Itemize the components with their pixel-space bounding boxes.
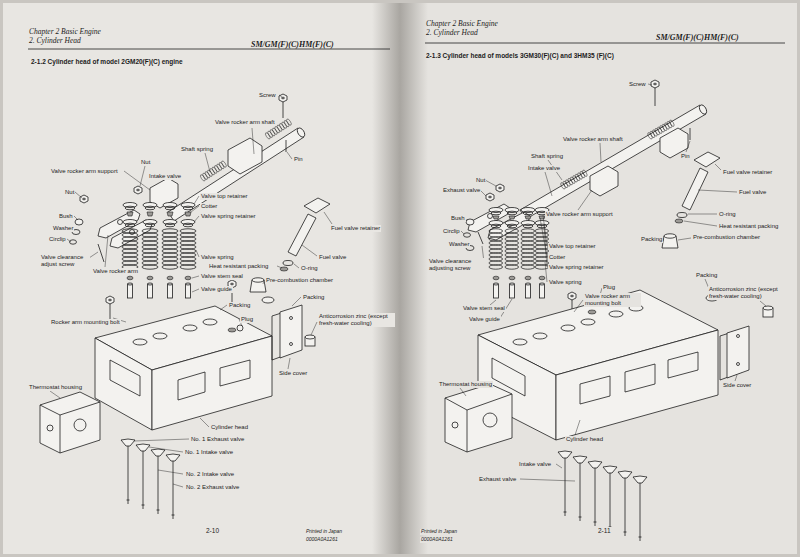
part-label: Cotter (200, 203, 218, 210)
part-label: Pre-combustion chamber (692, 234, 761, 241)
part-label: Fuel valve (318, 254, 347, 261)
part-label: Fuel valve retainer (330, 225, 381, 232)
part-label: O-ring (718, 211, 737, 218)
part-label: Valve stem seal (462, 305, 506, 312)
part-label: Shaft spring (530, 153, 564, 160)
part-label: Valve clearance adjust screw (40, 254, 90, 268)
part-label: Nut (64, 189, 75, 196)
part-label: Valve rocker arm mounting bolt (584, 293, 641, 307)
part-label: Screw (628, 81, 647, 88)
part-label: Packing (228, 302, 251, 309)
part-label: Heat resistant packing (208, 263, 269, 270)
part-label: Anticorrosion zinc (except fresh-water c… (318, 313, 395, 327)
part-label: Thermostat housing (28, 384, 83, 391)
part-label: Valve top retainer (548, 243, 597, 250)
part-label: Fuel valve (738, 189, 767, 196)
part-label: Nut (475, 177, 486, 184)
print-note: Printed in Japan (420, 529, 458, 535)
part-label: Valve spring (548, 279, 583, 286)
part-label: Valve rocker arm support (545, 211, 614, 218)
part-label: Circlip (442, 228, 461, 235)
print-note: 0000A0A1261 (305, 537, 339, 543)
part-label: Packing (640, 236, 663, 243)
part-label: Valve stem seal (200, 273, 244, 280)
print-note: Printed in Japan (305, 529, 343, 535)
part-label: Plug (602, 284, 616, 291)
part-label: Intake valve (527, 165, 561, 172)
page-header: 2. Cylinder Head (425, 29, 479, 38)
part-label: Pre-combustion chamber (265, 277, 334, 284)
part-label: Pin (293, 156, 304, 163)
part-label: Exhaust valve (442, 187, 481, 194)
part-label: Packing (695, 272, 718, 279)
page-number: 2-10 (205, 527, 220, 534)
page-header: 2. Cylinder Head (28, 37, 82, 46)
part-label: Nut (140, 159, 151, 166)
part-label: O-ring (300, 265, 319, 272)
part-label: Valve rocker arm shaft (562, 136, 624, 143)
part-label: Intake valve (518, 461, 552, 468)
part-label: Bush (58, 213, 74, 220)
part-label: Valve spring retainer (548, 264, 605, 271)
part-label: Pin (680, 153, 691, 160)
part-label: Side cover (722, 382, 752, 389)
part-label: Valve clearance adjusting screw (428, 258, 485, 272)
part-label: Washer (52, 225, 74, 232)
part-label: Cylinder head (565, 436, 604, 443)
part-label: Valve spring retainer (200, 213, 257, 220)
page-number: 2-11 (597, 527, 612, 534)
page-header: Chapter 2 Basic Engine (425, 20, 499, 29)
part-label: Valve rocker arm support (50, 168, 119, 175)
part-label: No. 2 Exhaust valve (185, 484, 240, 491)
part-label: Side cover (278, 370, 308, 377)
part-label: Plug (240, 316, 254, 323)
part-label: Intake valve (148, 173, 182, 180)
part-label: Valve top retainer (200, 193, 249, 200)
print-note: 0000A0A1261 (420, 537, 454, 543)
part-label: No. 2 Intake valve (185, 471, 235, 478)
part-label: No. 1 Intake valve (184, 449, 234, 456)
part-label: Shaft spring (180, 146, 214, 153)
part-label: Bush (450, 215, 466, 222)
part-label: Exhaust valve (478, 476, 517, 483)
model-header: SM/GM(F)(C)HM(F)(C) (655, 33, 740, 42)
section-title: 2-1.3 Cylinder head of models 3GM30(F)(C… (425, 52, 615, 59)
page-header: Chapter 2 Basic Engine (28, 28, 102, 37)
part-label: Valve guide (200, 286, 233, 293)
part-label: Circlip (48, 236, 67, 243)
part-label: Valve rocker arm shaft (214, 119, 276, 126)
part-label: Packing (302, 294, 325, 301)
model-header: SM/GM(F)(C)HM(F)(C) (250, 40, 335, 49)
part-label: Fuel valve retainer (722, 169, 773, 176)
part-label: Screw (258, 92, 277, 99)
part-label: Rocker arm mounting bolt (50, 319, 121, 326)
part-label: Washer (448, 241, 470, 248)
section-title: 2-1.2 Cylinder head of model 2GM20(F)(C)… (30, 58, 184, 65)
part-label: Anticorrosion zinc (except fresh-water c… (708, 286, 785, 300)
part-label: Heat resistant packing (718, 223, 779, 230)
part-label: Thermostat housing (438, 381, 493, 388)
part-label: Valve guide (468, 316, 501, 323)
part-label: Valve rocker arm (92, 268, 139, 275)
part-label: Cotter (548, 254, 566, 261)
part-label: No. 1 Exhaust valve (190, 436, 245, 443)
part-label: Cylinder head (210, 424, 249, 431)
part-label: Valve spring (200, 254, 235, 261)
